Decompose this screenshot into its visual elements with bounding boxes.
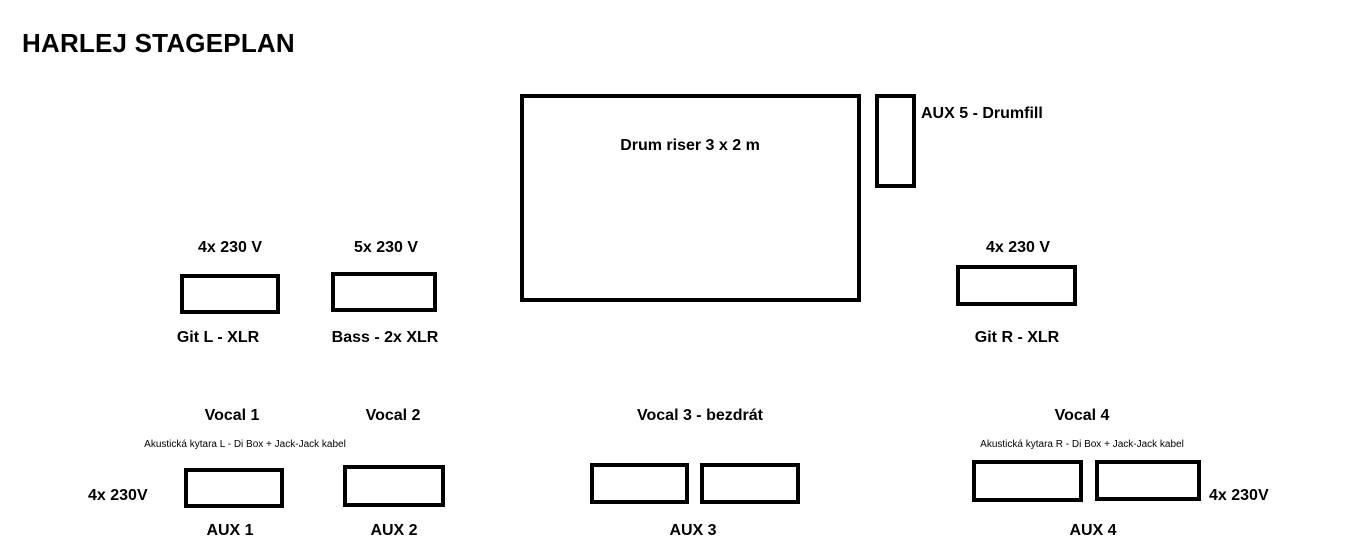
aux2-monitor-box <box>343 465 445 507</box>
git-r-label: Git R - XLR <box>974 329 1060 346</box>
aux3-monitor-box-right <box>700 463 800 504</box>
aux4-label: AUX 4 <box>1069 522 1117 539</box>
vocal4-label: Vocal 4 <box>1054 407 1110 424</box>
vocal4-power: 4x 230V <box>1209 487 1269 504</box>
vocal1-power: 4x 230V <box>88 487 148 504</box>
drum-riser-box <box>520 94 861 302</box>
drumfill-label: AUX 5 - Drumfill <box>921 105 1043 122</box>
aux4-monitor-box-left <box>972 460 1083 502</box>
vocal3-label: Vocal 3 - bezdrát <box>637 407 763 424</box>
git-r-power: 4x 230 V <box>985 239 1051 256</box>
vocal1-label: Vocal 1 <box>204 407 260 424</box>
aux1-monitor-box <box>184 468 284 508</box>
git-r-amp-box <box>956 265 1077 306</box>
aux4-monitor-box-right <box>1095 460 1201 501</box>
vocal1-note: Akustická kytara L - Di Box + Jack-Jack … <box>144 439 346 450</box>
aux2-label: AUX 2 <box>370 522 418 539</box>
aux3-monitor-box-left <box>590 463 689 504</box>
aux1-label: AUX 1 <box>206 522 254 539</box>
aux3-label: AUX 3 <box>669 522 717 539</box>
drumfill-monitor-box <box>875 94 916 188</box>
git-l-amp-box <box>180 274 280 314</box>
git-l-power: 4x 230 V <box>197 239 263 256</box>
page-title: HARLEJ STAGEPLAN <box>22 28 295 58</box>
bass-amp-box <box>331 272 437 312</box>
git-l-label: Git L - XLR <box>176 329 260 346</box>
bass-label: Bass - 2x XLR <box>331 329 439 346</box>
vocal2-label: Vocal 2 <box>365 407 421 424</box>
drum-riser-label: Drum riser 3 x 2 m <box>620 137 760 154</box>
vocal4-note: Akustická kytara R - Di Box + Jack-Jack … <box>980 439 1184 450</box>
bass-power: 5x 230 V <box>353 239 419 256</box>
